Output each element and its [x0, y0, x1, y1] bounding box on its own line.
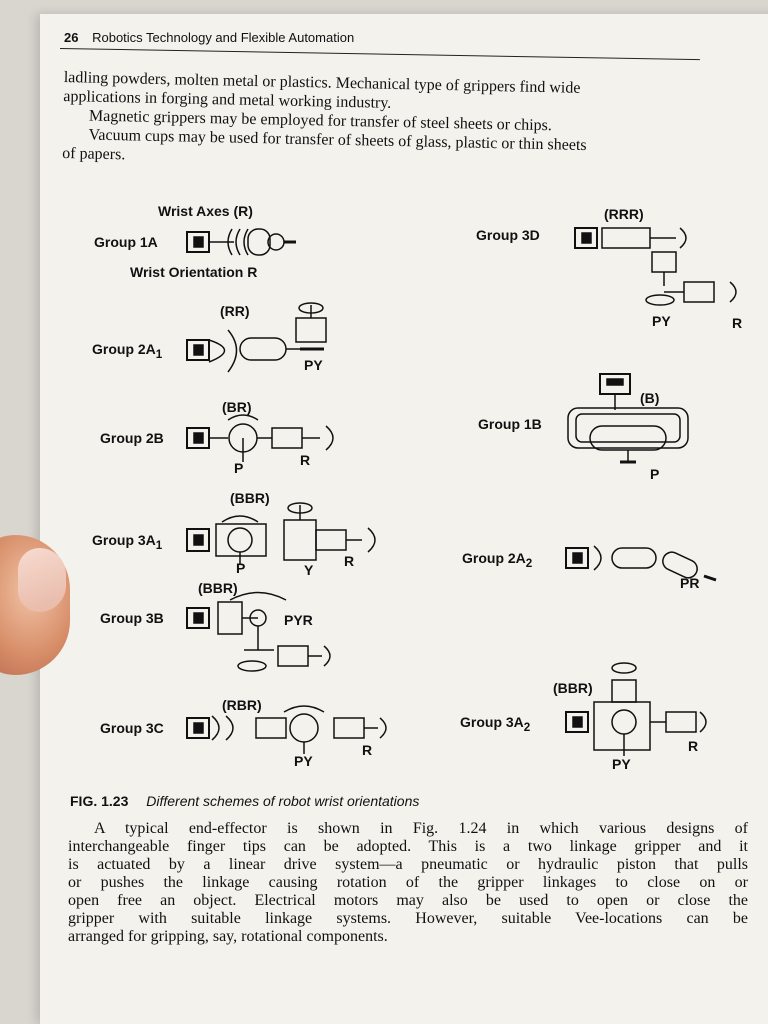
figure-caption-label: FIG. 1.23 [70, 793, 129, 809]
figure-caption: FIG. 1.23 Different schemes of robot wri… [70, 793, 419, 809]
group-3c-py: PY [294, 753, 313, 769]
group-2a1-name: Group 2A [92, 341, 156, 357]
page-number: 26 [64, 30, 79, 45]
group-1b-label: Group 1B [478, 416, 542, 432]
group-3b-diagram [186, 591, 331, 672]
group-3a2-r: R [688, 738, 699, 754]
figure-caption-text: Different schemes of robot wrist orienta… [146, 793, 420, 809]
group-3c-label: Group 3C [100, 720, 164, 736]
group-3a2-label: Group 3A2 [460, 714, 530, 734]
group-3a2-diagram [565, 662, 707, 756]
group-3a1-p: P [236, 560, 246, 576]
group-3a2-py: PY [612, 756, 631, 772]
group-3a2-sub: 2 [523, 720, 531, 734]
group-3b-label: Group 3B [100, 610, 164, 626]
group-1a-diagram [186, 228, 296, 256]
group-2a2-sub: 2 [525, 556, 533, 570]
group-2a2-diagram [565, 545, 717, 582]
group-3c-diagram [186, 705, 387, 754]
group-3a1-r: R [344, 553, 355, 569]
body-line: interchangeable finger tips can be adopt… [68, 838, 748, 855]
group-1a-top-label: Wrist Axes (R) [158, 203, 253, 219]
group-2b-axes: (BR) [222, 399, 252, 415]
group-1a-bottom-label: Wrist Orientation R [130, 264, 258, 280]
group-3a1-name: Group 3A [92, 532, 156, 548]
body-line: is actuated by a linear drive system—a p… [68, 856, 748, 873]
running-title: Robotics Technology and Flexible Automat… [92, 30, 355, 45]
body-line: arranged for gripping, say, rotational c… [68, 928, 388, 945]
group-3a1-y: Y [304, 562, 314, 578]
group-2a2-name: Group 2A [462, 550, 526, 566]
group-3b-extra: PYR [284, 612, 313, 628]
group-3d-r: R [732, 315, 743, 331]
group-3d-py: PY [652, 313, 671, 329]
group-2b-diagram [186, 414, 334, 462]
group-2a1-extra: PY [304, 357, 323, 373]
group-3c-r: R [362, 742, 373, 758]
group-2a1-diagram [186, 302, 327, 373]
group-3d-axes: (RRR) [604, 206, 644, 222]
body-line: or pushes the linkage causing rotation o… [68, 874, 748, 891]
group-2a1-label: Group 2A1 [92, 341, 162, 361]
running-header: 26 Robotics Technology and Flexible Auto… [64, 30, 354, 45]
group-2a1-axes: (RR) [220, 303, 250, 319]
group-3d-label: Group 3D [476, 227, 540, 243]
group-1a-label: Group 1A [94, 234, 158, 250]
group-1b-diagram [567, 373, 689, 464]
group-3d-diagram [574, 227, 737, 306]
body-line: A typical end-effector is shown in Fig. … [94, 820, 748, 837]
group-2a2-extra: PR [680, 575, 700, 591]
group-2b-p: P [234, 460, 244, 476]
body-line: open free an object. Electrical motors m… [68, 892, 748, 909]
group-3a1-diagram [186, 502, 376, 565]
group-3a1-axes: (BBR) [230, 490, 270, 506]
group-1b-p: P [650, 466, 660, 482]
group-3b-axes: (BBR) [198, 580, 238, 596]
body-paragraph: A typical end-effector is shown in Fig. … [68, 820, 748, 946]
group-3a1-sub: 1 [155, 538, 163, 552]
group-2b-label: Group 2B [100, 430, 164, 446]
group-3c-axes: (RBR) [222, 697, 262, 713]
body-line: gripper with suitable linkage systems. H… [68, 910, 748, 927]
group-2b-r: R [300, 452, 311, 468]
group-2a1-sub: 1 [155, 347, 163, 361]
group-3a2-name: Group 3A [460, 714, 524, 730]
book-page [40, 14, 768, 1024]
thumbnail-nail [18, 548, 66, 612]
group-3a2-axes: (BBR) [553, 680, 593, 696]
group-2a2-label: Group 2A2 [462, 550, 532, 570]
group-3a1-label: Group 3A1 [92, 532, 162, 552]
group-1b-axes: (B) [640, 390, 660, 406]
